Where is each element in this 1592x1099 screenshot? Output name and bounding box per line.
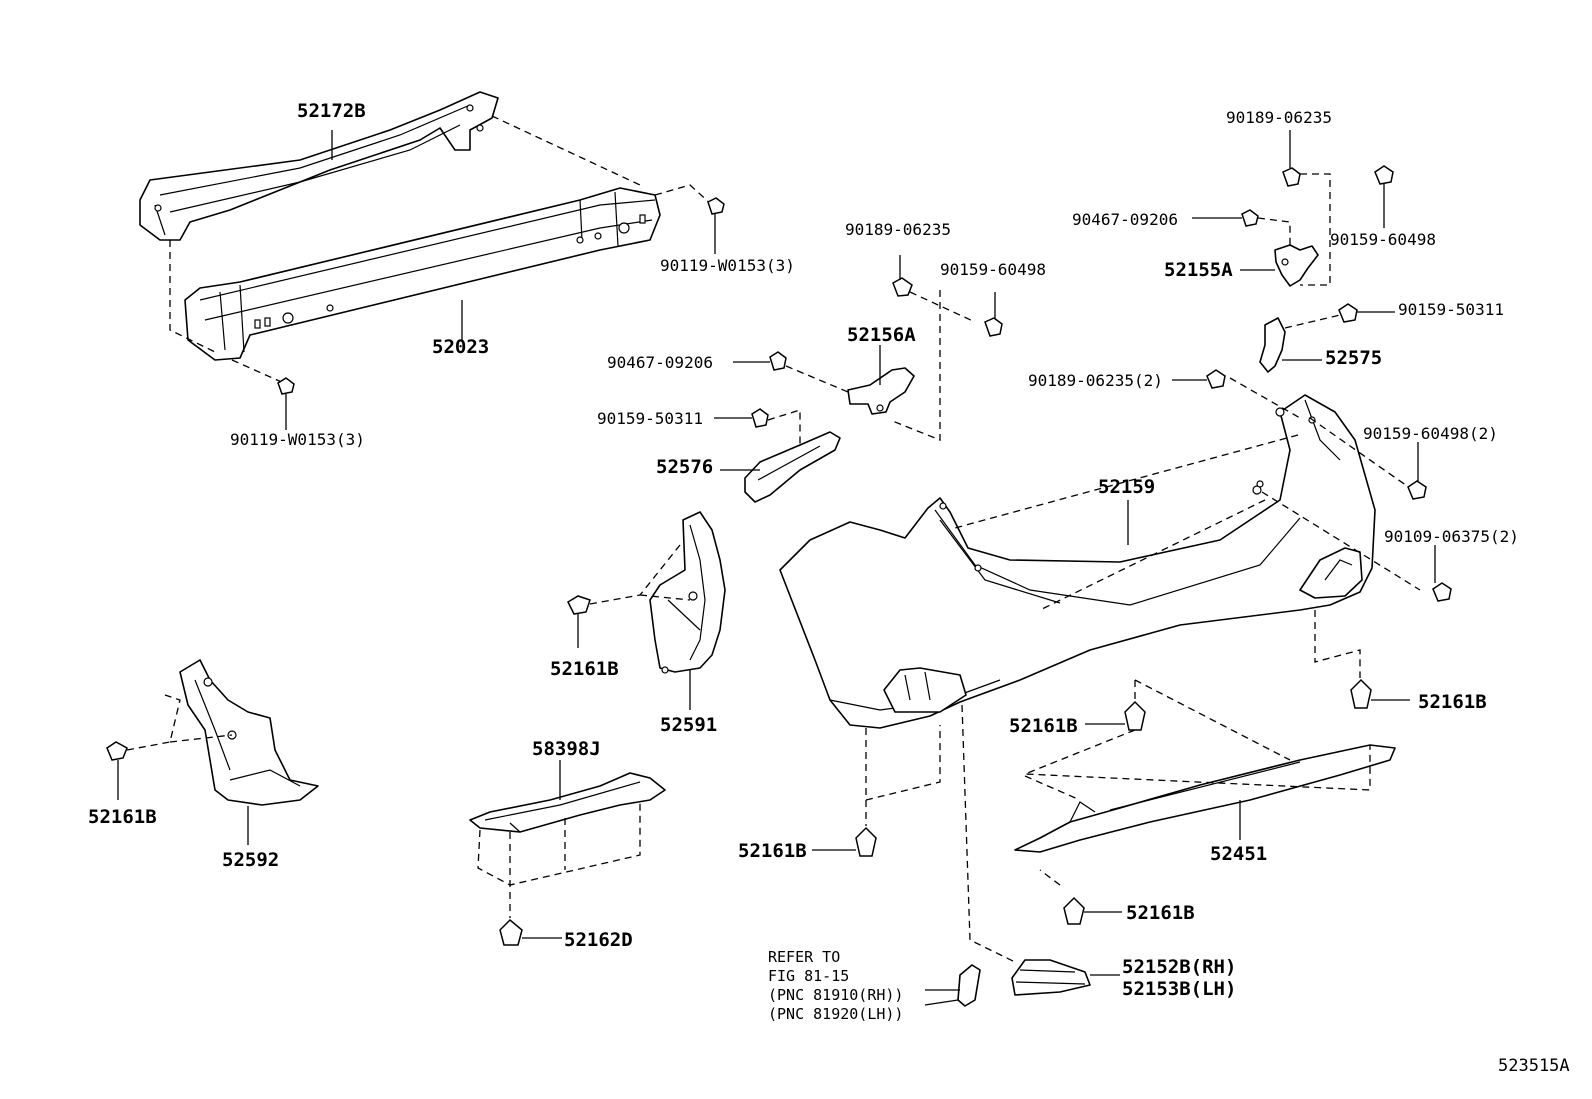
label-52023: 52023 (432, 336, 490, 358)
retainer-52575 (1259, 317, 1286, 373)
bumper-cover-52159 (779, 394, 1376, 729)
clip-52161B-a (567, 595, 591, 615)
bolt-90159-50311-mid (751, 408, 769, 428)
bolt-90159-60498-right (1374, 165, 1394, 185)
clip-90189-mid (892, 277, 913, 297)
label-52161B-left: 52161B (88, 806, 157, 828)
label-90159-60498-2: 90159-60498(2) (1363, 424, 1498, 443)
label-90159-60498-right: 90159-60498 (1330, 230, 1436, 249)
bolt-90119-upper (707, 197, 725, 254)
clip-90467-right (1241, 209, 1259, 227)
bumper-reinforcement-52023 (184, 187, 661, 361)
clip-90467-mid (769, 351, 787, 371)
cover-52152B (1011, 959, 1091, 996)
label-52576: 52576 (656, 456, 714, 478)
clip-52161B-lower-right (1063, 896, 1085, 925)
refer-note-line2: FIG 81-15 (768, 967, 850, 985)
label-52162D: 52162D (564, 929, 633, 951)
clip-90189-2 (1206, 369, 1226, 389)
bolt-90159-60498-mid (984, 317, 1003, 337)
label-90159-60498-mid: 90159-60498 (940, 260, 1046, 279)
label-52155A: 52155A (1164, 259, 1233, 281)
label-90467-right: 90467-09206 (1072, 210, 1178, 229)
label-90119-lower: 90119-W0153(3) (230, 430, 365, 449)
refer-note-line4: (PNC 81920(LH)) (768, 1005, 904, 1023)
label-52172B: 52172B (297, 100, 366, 122)
refer-note-line1: REFER TO (768, 948, 841, 966)
label-58398J: 58398J (532, 738, 601, 760)
bolt-90109-2 (1432, 582, 1452, 602)
reflector-refer (957, 964, 981, 1007)
refer-note-line3: (PNC 81910(RH)) (768, 986, 904, 1004)
label-52161B-center: 52161B (1009, 715, 1078, 737)
clip-52161B-left (106, 741, 128, 761)
bolt-90159-60498-2 (1407, 480, 1427, 500)
reinforcement-upper-52172B (139, 91, 499, 241)
label-52156A: 52156A (847, 324, 916, 346)
diagram-id: 523515A (1498, 1056, 1570, 1076)
label-90189-top-right: 90189-06235 (1226, 108, 1332, 127)
label-90159-50311-mid: 90159-50311 (597, 409, 703, 428)
label-90109-2: 90109-06375(2) (1384, 527, 1519, 546)
label-52575: 52575 (1325, 347, 1383, 369)
label-52451: 52451 (1210, 843, 1268, 865)
label-90189-mid: 90189-06235 (845, 220, 951, 239)
clip-90189-top-right (1282, 167, 1301, 187)
clip-52161B-right (1350, 678, 1372, 709)
label-90467-mid: 90467-09206 (607, 353, 713, 372)
label-52159: 52159 (1098, 476, 1156, 498)
bracket-52156A (847, 367, 915, 415)
label-52153B: 52153B(LH) (1122, 978, 1237, 1000)
bolt-90119-lower (277, 377, 295, 430)
clip-52161B-bottom (855, 826, 877, 857)
label-52161B-a: 52161B (550, 658, 619, 680)
label-52592: 52592 (222, 849, 280, 871)
retainer-52576 (744, 431, 841, 503)
label-52591: 52591 (660, 714, 718, 736)
bolt-90159-50311-right (1338, 303, 1358, 323)
spoiler-58398J (469, 772, 666, 833)
retainer-52591 (649, 511, 726, 674)
label-52161B-bottom: 52161B (738, 840, 807, 862)
clip-52162D (499, 918, 523, 946)
bracket-52155A (1274, 244, 1319, 287)
label-90159-50311-right: 90159-50311 (1398, 300, 1504, 319)
garnish-52451 (1014, 744, 1396, 853)
label-90189-2: 90189-06235(2) (1028, 371, 1163, 390)
label-52152B: 52152B(RH) (1122, 956, 1237, 978)
label-52161B-right: 52161B (1418, 691, 1487, 713)
label-52161B-lower-right: 52161B (1126, 902, 1195, 924)
retainer-52592 (179, 659, 319, 806)
label-90119-upper: 90119-W0153(3) (660, 256, 795, 275)
clip-52161B-center (1124, 700, 1146, 731)
